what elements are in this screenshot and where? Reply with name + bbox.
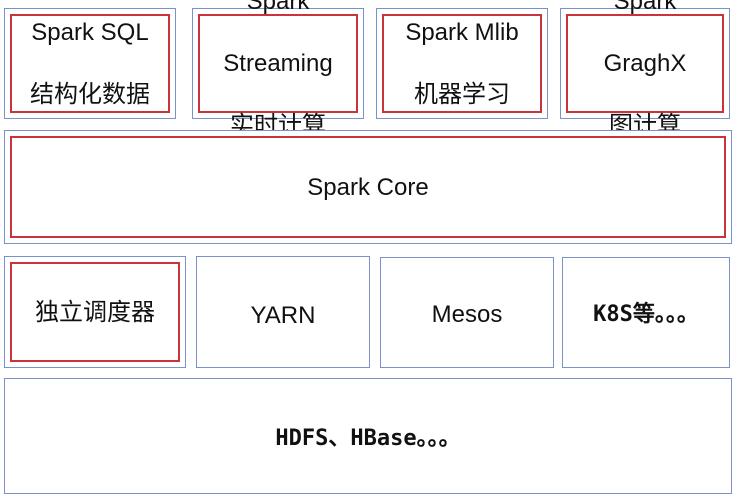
spark-sql-name: Spark SQL: [31, 19, 149, 46]
spark-graphx-box: Spark GraghX 图计算: [566, 0, 724, 139]
storage-label: HDFS、HBase。。。: [275, 425, 461, 451]
mesos-module: Mesos: [380, 257, 554, 368]
spark-core-label: Spark Core: [307, 173, 429, 201]
spark-mlib-label: Spark Mlib 机器学习: [405, 0, 518, 141]
yarn-label: YARN: [250, 301, 316, 329]
mesos-label: Mesos: [431, 301, 503, 328]
k8s-label: K8S等。。。: [593, 302, 699, 327]
spark-streaming-name-1: Spark: [246, 0, 310, 15]
spark-mlib-desc: 机器学习: [414, 81, 510, 108]
spark-streaming-module: Spark Streaming 实时计算: [192, 0, 364, 139]
spark-graphx-name-2: GraghX: [603, 50, 687, 77]
spark-streaming-box: Spark Streaming 实时计算: [198, 0, 358, 139]
yarn-module: YARN: [196, 256, 370, 368]
standalone-scheduler-box: 独立调度器: [10, 262, 180, 362]
spark-sql-label: Spark SQL 结构化数据: [30, 0, 150, 141]
spark-sql-module: Spark SQL 结构化数据: [4, 8, 176, 119]
spark-mlib-module: Spark Mlib 机器学习: [376, 8, 548, 119]
spark-mlib-name: Spark Mlib: [405, 19, 519, 46]
spark-sql-desc: 结构化数据: [30, 81, 150, 108]
spark-graphx-module: Spark GraghX 图计算: [560, 0, 730, 139]
storage-layer: HDFS、HBase。。。: [4, 378, 732, 494]
spark-streaming-name-2: Streaming: [223, 50, 333, 77]
standalone-scheduler-label: 独立调度器: [35, 298, 155, 326]
spark-core-box: Spark Core: [10, 136, 726, 238]
spark-graphx-name-1: Spark: [613, 0, 677, 15]
spark-sql-box: Spark SQL 结构化数据: [10, 14, 170, 113]
spark-core-layer: Spark Core: [4, 130, 732, 244]
spark-mlib-box: Spark Mlib 机器学习: [382, 14, 542, 113]
k8s-module: K8S等。。。: [562, 257, 730, 368]
standalone-scheduler-module: 独立调度器: [4, 256, 186, 368]
